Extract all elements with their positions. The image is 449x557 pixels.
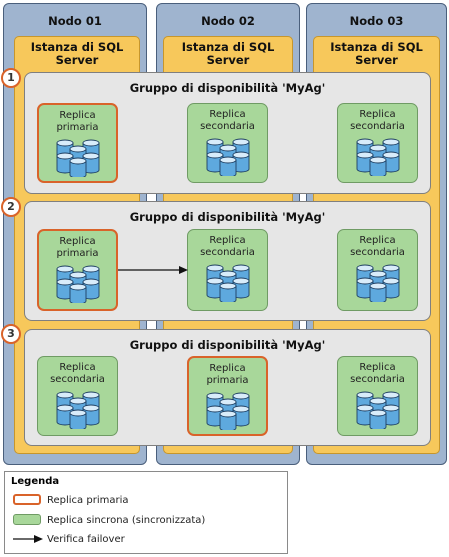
legend-arrow-icon bbox=[13, 535, 43, 543]
legend-label-sync: Replica sincrona (sincronizzata) bbox=[47, 515, 206, 526]
step-badge-3: 3 bbox=[1, 324, 21, 344]
step-badge-2: 2 bbox=[1, 197, 21, 217]
legend-swatch-sync bbox=[13, 514, 41, 525]
node-title: Nodo 01 bbox=[48, 14, 102, 28]
group-title: Gruppo di disponibilità 'MyAg' bbox=[129, 338, 326, 352]
database-icon bbox=[206, 264, 249, 302]
database-icon bbox=[56, 139, 99, 177]
legend-title: Legenda bbox=[11, 476, 60, 487]
database-icon bbox=[206, 392, 249, 430]
legend-swatch-primary bbox=[13, 494, 41, 505]
database-icon bbox=[356, 391, 399, 429]
group-title: Gruppo di disponibilità 'MyAg' bbox=[129, 81, 326, 95]
legend-label-primary: Replica primaria bbox=[47, 495, 129, 506]
database-icon bbox=[56, 265, 99, 303]
node-title: Nodo 03 bbox=[349, 14, 404, 28]
node-title: Nodo 02 bbox=[201, 14, 255, 28]
step-badge-1: 1 bbox=[1, 68, 21, 88]
legend: Legenda Replica primaria Replica sincron… bbox=[4, 471, 288, 554]
legend-label-failover: Verifica failover bbox=[47, 534, 125, 545]
group-title: Gruppo di disponibilità 'MyAg' bbox=[129, 210, 326, 224]
database-icon bbox=[356, 264, 399, 302]
database-icon bbox=[356, 138, 399, 176]
database-icon bbox=[206, 138, 249, 176]
failover-arrow bbox=[118, 266, 188, 274]
database-icon bbox=[56, 391, 99, 429]
